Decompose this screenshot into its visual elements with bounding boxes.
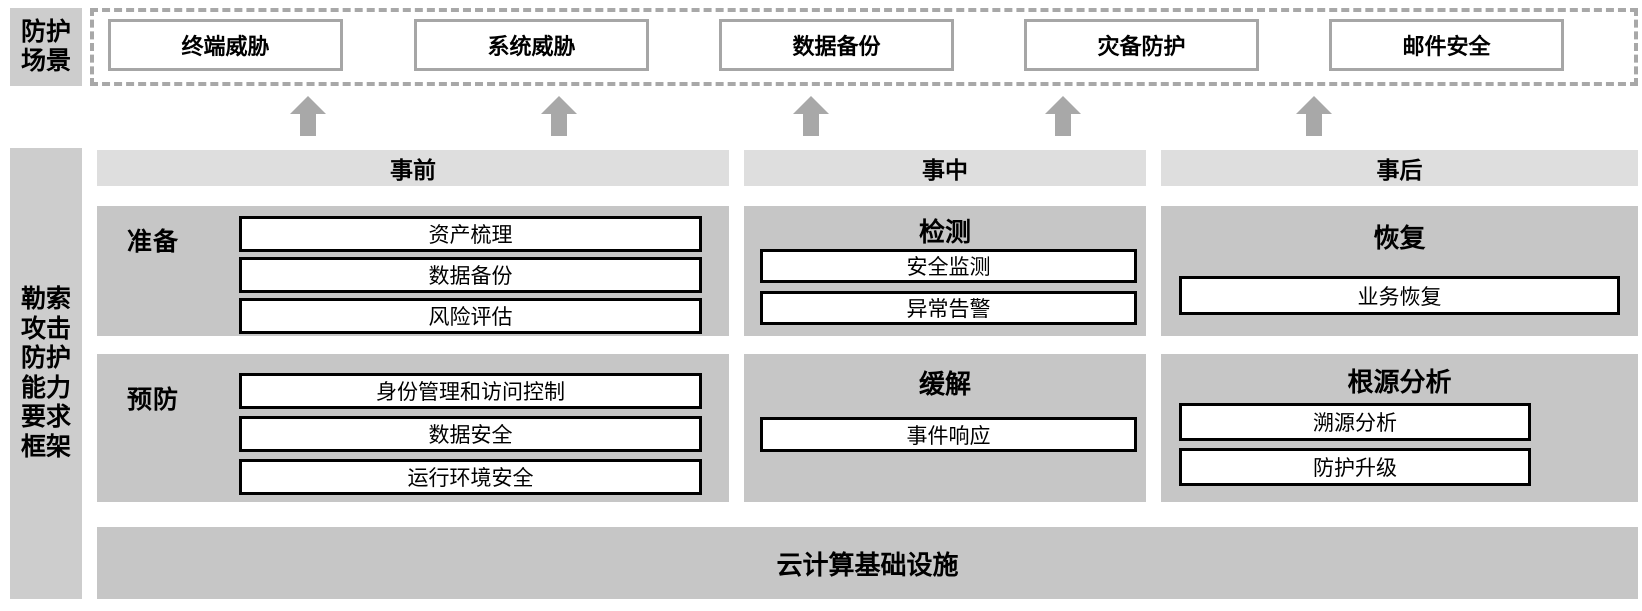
capability-item-label: 溯源分析 xyxy=(1313,412,1397,435)
capability-item-label: 身份管理和访问控制 xyxy=(376,381,565,404)
scenario-box-terminal-threat[interactable]: 终端威胁 xyxy=(108,19,343,71)
capability-item-label: 数据安全 xyxy=(428,424,513,447)
capability-item-asset-inventory[interactable]: 资产梳理 xyxy=(239,216,702,252)
infrastructure-label: 云计算基础设施 xyxy=(776,549,959,580)
arrow-up-icon xyxy=(1045,96,1081,136)
capability-item-label: 运行环境安全 xyxy=(407,467,534,490)
capability-group-root-cause-analysis: 根源分析 溯源分析 防护升级 xyxy=(1161,354,1638,502)
capability-item-security-monitoring[interactable]: 安全监测 xyxy=(760,249,1137,283)
capability-item-label: 数据备份 xyxy=(428,265,513,288)
capability-group-title: 准备 xyxy=(127,228,180,256)
capability-item-label: 风险评估 xyxy=(428,306,513,329)
capability-item-label: 安全监测 xyxy=(906,256,991,279)
phase-header-label: 事后 xyxy=(1376,157,1423,183)
capability-item-anomaly-alert[interactable]: 异常告警 xyxy=(760,291,1137,325)
capability-group-preparation: 准备 资产梳理 数据备份 风险评估 xyxy=(97,206,729,336)
capability-item-traceability-analysis[interactable]: 溯源分析 xyxy=(1179,403,1531,441)
phase-header-label: 事中 xyxy=(922,157,968,183)
scenario-box-email-security[interactable]: 邮件安全 xyxy=(1329,19,1564,71)
capability-item-identity-access-management[interactable]: 身份管理和访问控制 xyxy=(239,373,702,409)
capability-item-label: 防护升级 xyxy=(1313,457,1397,480)
capability-item-label: 异常告警 xyxy=(906,298,991,321)
arrow-up-icon xyxy=(1296,96,1332,136)
framework-side-label: 勒索攻击防护能力要求框架 xyxy=(10,148,82,599)
capability-group-recovery: 恢复 业务恢复 xyxy=(1161,206,1638,336)
capability-item-incident-response[interactable]: 事件响应 xyxy=(760,417,1137,452)
scenario-box-label: 终端威胁 xyxy=(181,34,270,59)
capability-item-business-recovery[interactable]: 业务恢复 xyxy=(1179,276,1620,315)
scenario-box-data-backup[interactable]: 数据备份 xyxy=(719,19,954,71)
scenario-box-label: 系统威胁 xyxy=(487,34,576,59)
capability-item-label: 事件响应 xyxy=(906,424,991,448)
scenario-box-disaster-recovery[interactable]: 灾备防护 xyxy=(1024,19,1259,71)
phase-header-during: 事中 xyxy=(744,150,1146,186)
phase-header-after: 事后 xyxy=(1161,150,1638,186)
capability-group-title: 检测 xyxy=(918,217,971,247)
scenario-box-label: 灾备防护 xyxy=(1097,34,1186,59)
scenario-box-label: 邮件安全 xyxy=(1402,34,1491,59)
framework-side-label-text: 勒索攻击防护能力要求框架 xyxy=(20,285,71,461)
capability-item-data-security[interactable]: 数据安全 xyxy=(239,416,702,452)
arrow-up-icon xyxy=(541,96,577,136)
phase-header-label: 事前 xyxy=(390,157,436,183)
capability-group-title: 恢复 xyxy=(1373,223,1426,253)
phase-header-before: 事前 xyxy=(97,150,729,186)
capability-group-title: 根源分析 xyxy=(1347,367,1452,397)
capability-group-title: 缓解 xyxy=(918,369,971,399)
scenario-box-label: 数据备份 xyxy=(792,34,881,59)
arrow-up-icon xyxy=(793,96,829,136)
capability-group-mitigation: 缓解 事件响应 xyxy=(744,354,1146,502)
capability-group-detection: 检测 安全监测 异常告警 xyxy=(744,206,1146,336)
scenario-box-system-threat[interactable]: 系统威胁 xyxy=(414,19,649,71)
capability-item-protection-upgrade[interactable]: 防护升级 xyxy=(1179,448,1531,486)
capability-item-runtime-environment-security[interactable]: 运行环境安全 xyxy=(239,459,702,495)
arrow-up-icon xyxy=(290,96,326,136)
scenario-side-label-text: 防护场景 xyxy=(20,17,71,76)
capability-item-data-backup[interactable]: 数据备份 xyxy=(239,257,702,293)
infrastructure-bar: 云计算基础设施 xyxy=(97,527,1638,599)
capability-group-prevention: 预防 身份管理和访问控制 数据安全 运行环境安全 xyxy=(97,354,729,502)
capability-group-title: 预防 xyxy=(127,386,180,414)
capability-item-risk-assessment[interactable]: 风险评估 xyxy=(239,298,702,334)
scenario-side-label: 防护场景 xyxy=(10,8,82,86)
capability-item-label: 资产梳理 xyxy=(428,224,513,247)
capability-item-label: 业务恢复 xyxy=(1357,285,1442,309)
